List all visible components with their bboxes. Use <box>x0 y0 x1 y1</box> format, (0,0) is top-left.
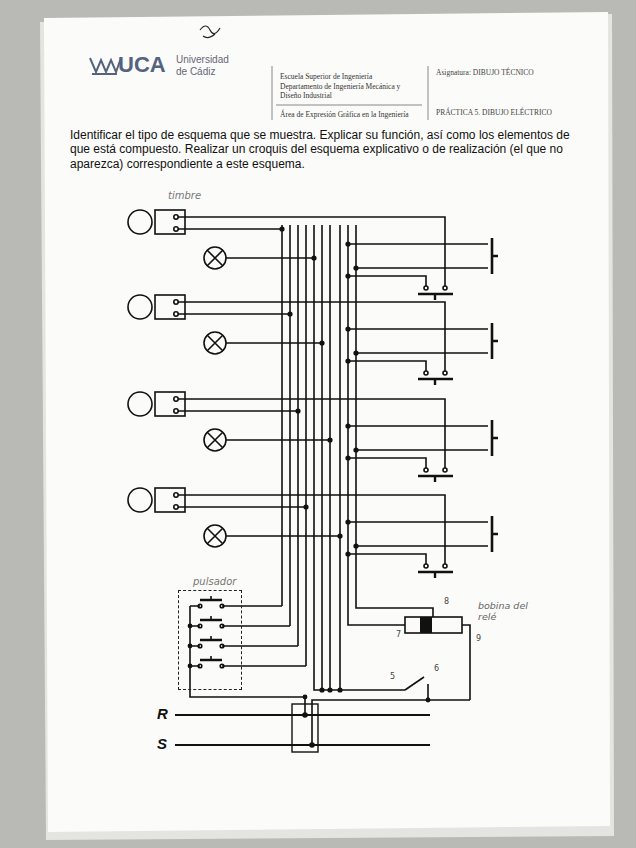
terminal-number: 7 <box>396 630 401 640</box>
university-name: Universidad de Cádiz <box>176 54 238 78</box>
instruction-text: Identificar el tipo de esquema que se mu… <box>70 128 585 171</box>
terminal-number: 8 <box>444 597 449 607</box>
subject-name: Asignatura: DIBUJO TÉCNICO <box>436 68 601 77</box>
area-name: Área de Expresión Gráfica en la Ingenier… <box>280 110 430 119</box>
phase-label: S <box>157 735 167 753</box>
push-button-group: pulsador <box>178 590 242 690</box>
logo-text: UCA <box>118 52 166 78</box>
handwritten-note: pulsador <box>193 576 236 588</box>
phase-label: R <box>157 705 168 723</box>
terminal-number: 9 <box>476 634 481 644</box>
school-name: Escuela Superior de Ingeniería <box>280 72 425 81</box>
department-name: Departamento de Ingeniería Mecánica y Di… <box>280 82 420 100</box>
terminal-number: 5 <box>390 672 395 682</box>
terminal-number: 6 <box>434 664 439 674</box>
handwritten-note: timbre <box>168 190 201 202</box>
handwritten-note: bobina del relé <box>478 600 540 623</box>
practice-title: PRÁCTICA 5. DIBUJO ELÉCTRICO <box>436 108 601 117</box>
